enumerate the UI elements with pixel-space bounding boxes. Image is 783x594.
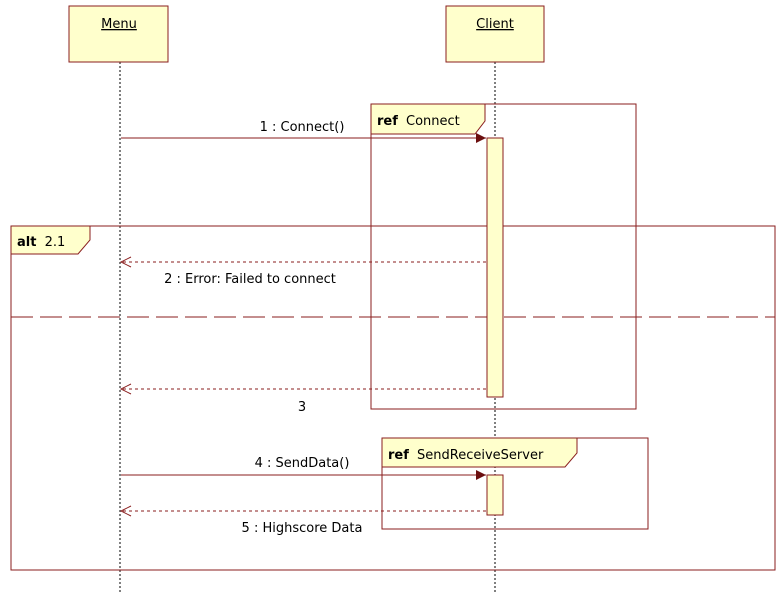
client-lifeline-head[interactable]: Client	[445, 5, 545, 63]
svg-text:ref SendReceiveServer: ref SendReceiveServer	[388, 448, 544, 463]
message-highscore-label: 5 : Highscore Data	[242, 521, 363, 536]
message-senddata[interactable]: 4 : SendData()	[121, 456, 486, 480]
svg-text:alt 2.1: alt 2.1	[17, 235, 65, 250]
client-activation-bar-1[interactable]	[486, 137, 504, 398]
alt-guard: 2.1	[45, 235, 66, 250]
ref-sendreceive-name: SendReceiveServer	[417, 448, 544, 463]
ref-connect-fragment[interactable]: ref Connect	[370, 103, 637, 410]
alt-fragment[interactable]: alt 2.1	[10, 225, 776, 571]
message-return-3[interactable]: 3	[119, 383, 486, 415]
ref-sendreceive-keyword: ref	[388, 448, 409, 463]
message-senddata-label: 4 : SendData()	[255, 456, 350, 471]
menu-lifeline-head[interactable]: Menu	[68, 5, 169, 63]
alt-keyword: alt	[17, 235, 36, 250]
ref-sendreceiveserver-fragment[interactable]: ref SendReceiveServer	[381, 437, 649, 530]
message-return-3-label: 3	[298, 400, 306, 415]
message-connect[interactable]: 1 : Connect()	[121, 120, 486, 143]
message-error[interactable]: 2 : Error: Failed to connect	[119, 256, 486, 287]
menu-lifeline-name: Menu	[101, 17, 137, 32]
client-lifeline-name: Client	[476, 17, 514, 32]
client-activation-bar-2[interactable]	[486, 474, 504, 516]
ref-connect-name: Connect	[406, 114, 460, 129]
message-connect-label: 1 : Connect()	[260, 120, 345, 135]
ref-connect-keyword: ref	[377, 114, 398, 129]
svg-text:ref Connect: ref Connect	[377, 114, 460, 129]
message-error-label: 2 : Error: Failed to connect	[164, 272, 336, 287]
message-highscore[interactable]: 5 : Highscore Data	[119, 505, 486, 536]
